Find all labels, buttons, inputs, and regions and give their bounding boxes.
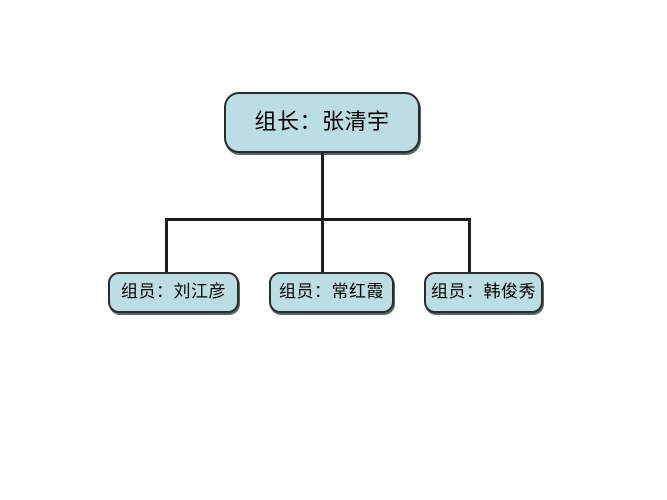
org-node-member-3-label: 组员：韩俊秀 bbox=[431, 282, 536, 302]
connector-root-stem bbox=[321, 152, 324, 219]
connector-drop-left bbox=[165, 218, 168, 273]
org-node-member-2-label: 组员：常红霞 bbox=[279, 282, 384, 302]
org-node-leader[interactable]: 组长：张清宇 bbox=[224, 92, 420, 153]
org-node-member-1[interactable]: 组员：刘江彦 bbox=[108, 272, 239, 313]
org-node-member-2[interactable]: 组员：常红霞 bbox=[269, 272, 394, 313]
connector-horizontal-bar bbox=[166, 218, 471, 221]
connector-drop-middle bbox=[321, 219, 324, 273]
org-node-member-3[interactable]: 组员：韩俊秀 bbox=[424, 272, 543, 313]
org-node-leader-label: 组长：张清宇 bbox=[254, 109, 390, 135]
org-node-member-1-label: 组员：刘江彦 bbox=[121, 282, 226, 302]
connector-drop-right bbox=[468, 218, 471, 273]
